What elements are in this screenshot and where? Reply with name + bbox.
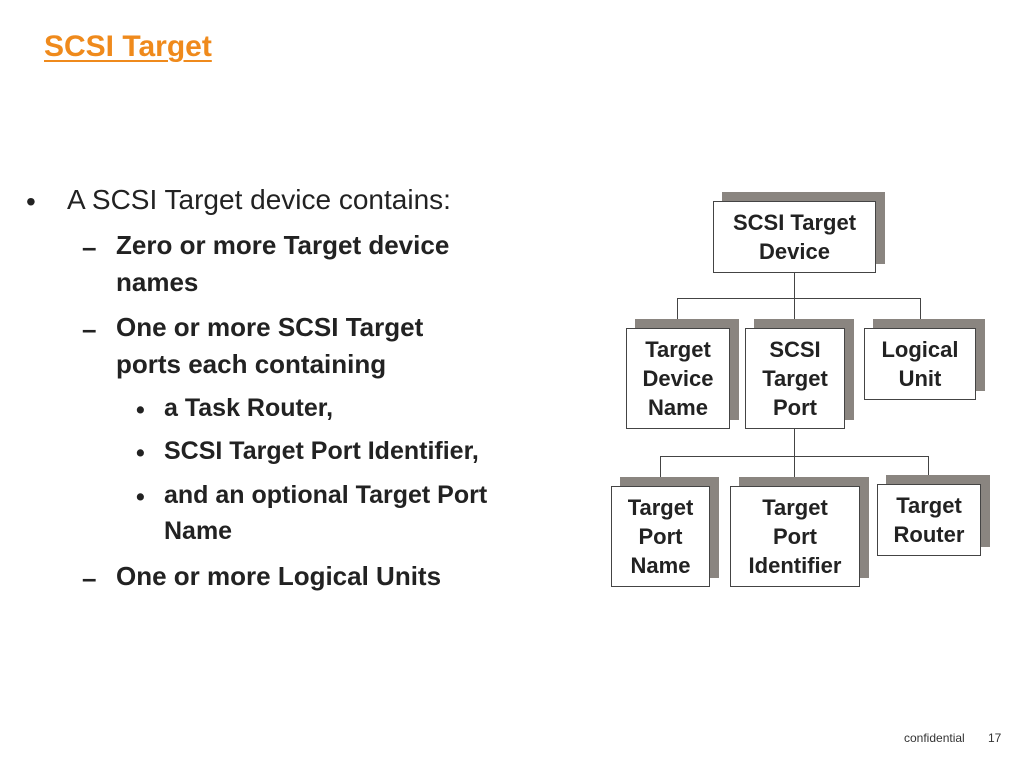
node-label: Logical Unit: [881, 337, 959, 391]
slide-title: SCSI Target: [44, 30, 212, 63]
connector-line: [677, 298, 921, 299]
bullet-item-3: One or more Logical Units: [116, 561, 442, 591]
dash-marker: –: [82, 563, 97, 593]
sub-bullet-3-line-1: and an optional Target Port: [164, 481, 488, 509]
connector-line: [660, 456, 929, 457]
node-label: Target Router: [893, 493, 965, 547]
sub-bullet-3-line-2: Name: [164, 517, 233, 545]
node-target-port-identifier: Target Port Identifier: [730, 486, 860, 587]
node-label: Target Port Identifier: [748, 495, 842, 578]
bullet-intro: A SCSI Target device contains:: [67, 184, 451, 215]
connector-line: [794, 298, 795, 328]
node-label: SCSI Target Port: [762, 337, 828, 420]
sub-bullet-2: SCSI Target Port Identifier,: [164, 437, 479, 465]
connector-line: [794, 272, 795, 299]
page-number: 17: [988, 731, 1002, 745]
node-scsi-target-port: SCSI Target Port: [745, 328, 845, 429]
connector-line: [928, 456, 929, 484]
node-target-router: Target Router: [877, 484, 981, 556]
connector-line: [677, 298, 678, 328]
node-target-port-name: Target Port Name: [611, 486, 710, 587]
bullet-item-1-line-1: Zero or more Target device: [116, 230, 450, 260]
bullet-item-2-line-2: ports each containing: [116, 349, 387, 379]
footer-confidential: confidential: [904, 731, 965, 745]
node-label: SCSI Target Device: [732, 210, 857, 264]
node-label: Target Port Name: [627, 495, 694, 578]
dash-marker: –: [82, 314, 97, 344]
bullet-marker: •: [26, 186, 36, 217]
node-scsi-target-device: SCSI Target Device: [713, 201, 876, 273]
sub-bullet-marker: •: [136, 396, 145, 424]
node-target-device-name: Target Device Name: [626, 328, 730, 429]
node-label: Target Device Name: [642, 337, 714, 420]
connector-line: [794, 428, 795, 486]
sub-bullet-marker: •: [136, 483, 145, 511]
connector-line: [920, 298, 921, 328]
node-logical-unit: Logical Unit: [864, 328, 976, 400]
sub-bullet-marker: •: [136, 439, 145, 467]
bullet-item-1-line-2: names: [116, 267, 199, 297]
connector-line: [660, 456, 661, 486]
dash-marker: –: [82, 232, 97, 262]
sub-bullet-1: a Task Router,: [164, 394, 334, 422]
bullet-item-2-line-1: One or more SCSI Target: [116, 312, 424, 342]
